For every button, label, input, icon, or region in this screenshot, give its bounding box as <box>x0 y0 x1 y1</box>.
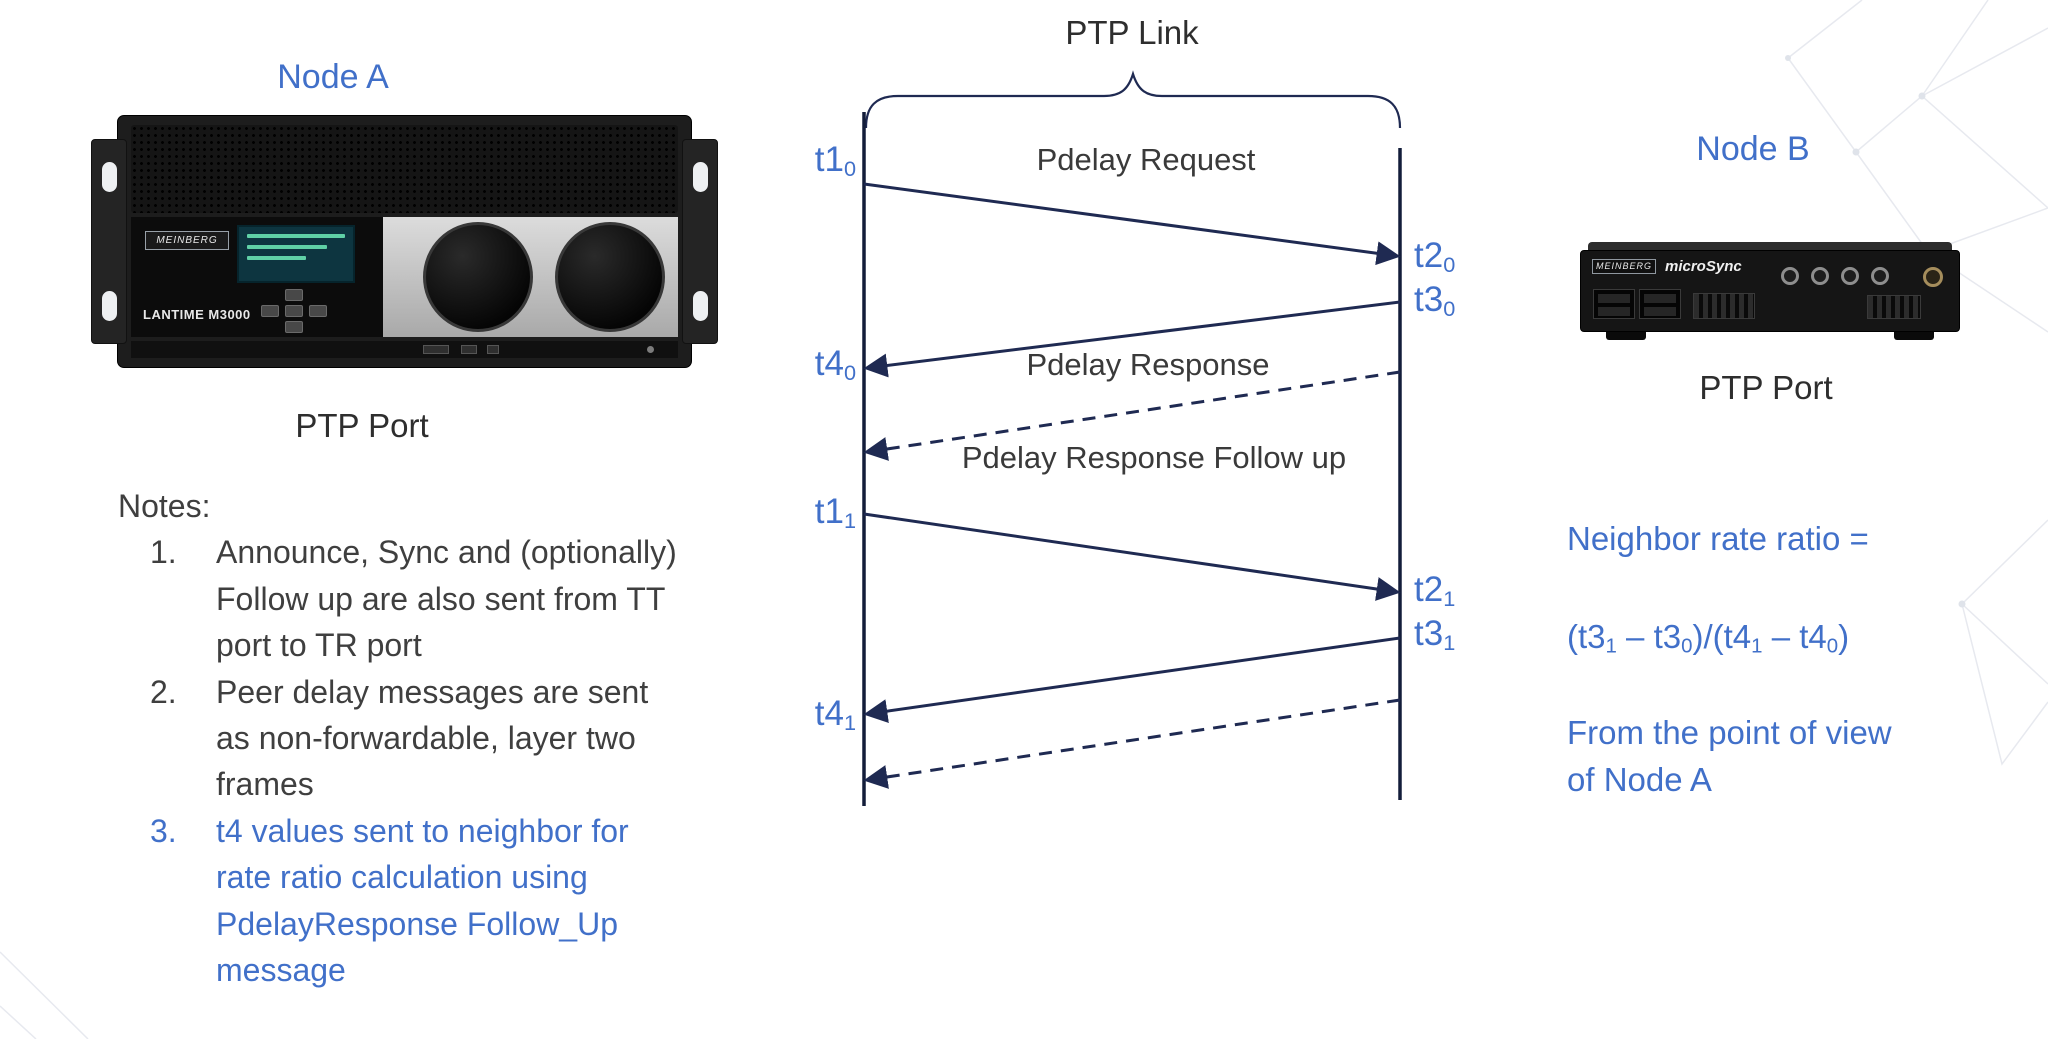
bnc-connector <box>1841 267 1859 285</box>
timestamp-t4-0: t40 <box>814 344 856 385</box>
device-front-panel: MEINBERG microSync <box>1580 250 1960 332</box>
device-model-label: LANTIME M3000 <box>143 307 251 322</box>
bnc-connector <box>1871 267 1889 285</box>
meinberg-logo: MEINBERG <box>145 231 229 250</box>
keypad <box>261 289 327 335</box>
pdelay-response-arrow-0 <box>863 300 1401 378</box>
note-text: Announce, Sync and (optionally) Follow u… <box>216 534 677 664</box>
note-item-3: 3. t4 values sent to neighbor for rate r… <box>118 808 778 994</box>
lcd-screen <box>237 225 355 283</box>
pdelay-response-followup-label: Pdelay Response Follow up <box>961 440 1347 475</box>
formula-sub: 0 <box>1681 634 1693 658</box>
terminal-block <box>1867 295 1921 319</box>
notes-heading: Notes: <box>118 488 211 524</box>
rate-ratio-formula: (t31 – t30)/(t41 – t40) <box>1567 618 1849 659</box>
device-model-label: microSync <box>1665 258 1742 275</box>
fan-grille-icon <box>555 222 665 332</box>
timestamp-t4-1: t41 <box>814 694 856 735</box>
node-a-port-label: PTP Port <box>295 407 429 444</box>
pdelay-response-arrow-1 <box>863 636 1401 724</box>
note-number: 2. <box>150 673 177 710</box>
formula-part: – t4 <box>1762 618 1827 655</box>
meinberg-logo: MEINBERG <box>1592 259 1656 274</box>
timestamp-t2-1: t21 <box>1414 570 1456 611</box>
fan-grille-icon <box>423 222 533 332</box>
formula-part: – t3 <box>1616 618 1682 655</box>
node-b-port-label: PTP Port <box>1699 369 1833 406</box>
pdelay-request-arrow-1 <box>863 512 1401 601</box>
node-a-device-image: MEINBERG LANTIME M3000 <box>91 111 718 372</box>
pdelay-response-followup-arrow-1 <box>863 698 1401 789</box>
note-text: t4 values sent to neighbor for rate rati… <box>216 812 629 988</box>
timestamp-t2-0: t20 <box>1414 236 1456 277</box>
node-b-device-image: MEINBERG microSync <box>1580 242 1960 340</box>
rack-ear-right <box>682 139 718 344</box>
connector-strip <box>131 341 678 358</box>
antenna-connector <box>1923 267 1943 287</box>
bnc-connector <box>1781 267 1799 285</box>
ptp-link-brace <box>864 70 1402 129</box>
timestamp-t1-0: t10 <box>814 140 856 181</box>
formula-part: )/(t4 <box>1692 618 1752 655</box>
note-number: 1. <box>150 534 177 571</box>
sfp-ports <box>1593 289 1635 319</box>
rack-ear-left <box>91 139 127 344</box>
note-item-2: 2. Peer delay messages are sent as non-f… <box>118 669 778 808</box>
terminal-block <box>1693 293 1755 319</box>
formula-part: ) <box>1838 618 1850 655</box>
rate-ratio-heading: Neighbor rate ratio = <box>1567 520 1869 557</box>
pdelay-response-label: Pdelay Response <box>1026 347 1270 382</box>
note-number: 3. <box>150 812 177 849</box>
formula-sub: 1 <box>1751 634 1763 658</box>
pdelay-request-label: Pdelay Request <box>1036 142 1256 177</box>
node-b-title: Node B <box>1696 130 1810 168</box>
timestamp-t3-0: t30 <box>1414 280 1456 321</box>
pdelay-request-arrow-0 <box>863 182 1401 266</box>
formula-part: (t3 <box>1567 618 1606 655</box>
timestamp-t1-1: t11 <box>814 492 856 533</box>
notes-section: Notes: 1. Announce, Sync and (optionally… <box>118 483 778 993</box>
note-item-1: 1. Announce, Sync and (optionally) Follo… <box>118 529 778 668</box>
formula-sub: 0 <box>1826 634 1839 658</box>
pdelay-response-followup-arrow-0 <box>863 370 1401 461</box>
formula-sub: 1 <box>1605 634 1617 658</box>
viewpoint-note: From the point of view of Node A <box>1567 714 1892 798</box>
node-a-title: Node A <box>277 58 389 96</box>
bnc-connector <box>1811 267 1829 285</box>
vent-grille <box>131 125 678 213</box>
timestamp-t3-1: t31 <box>1414 614 1456 655</box>
note-text: Peer delay messages are sent as non-forw… <box>216 673 649 803</box>
ptp-link-label: PTP Link <box>1065 14 1199 51</box>
sfp-ports <box>1639 289 1681 319</box>
